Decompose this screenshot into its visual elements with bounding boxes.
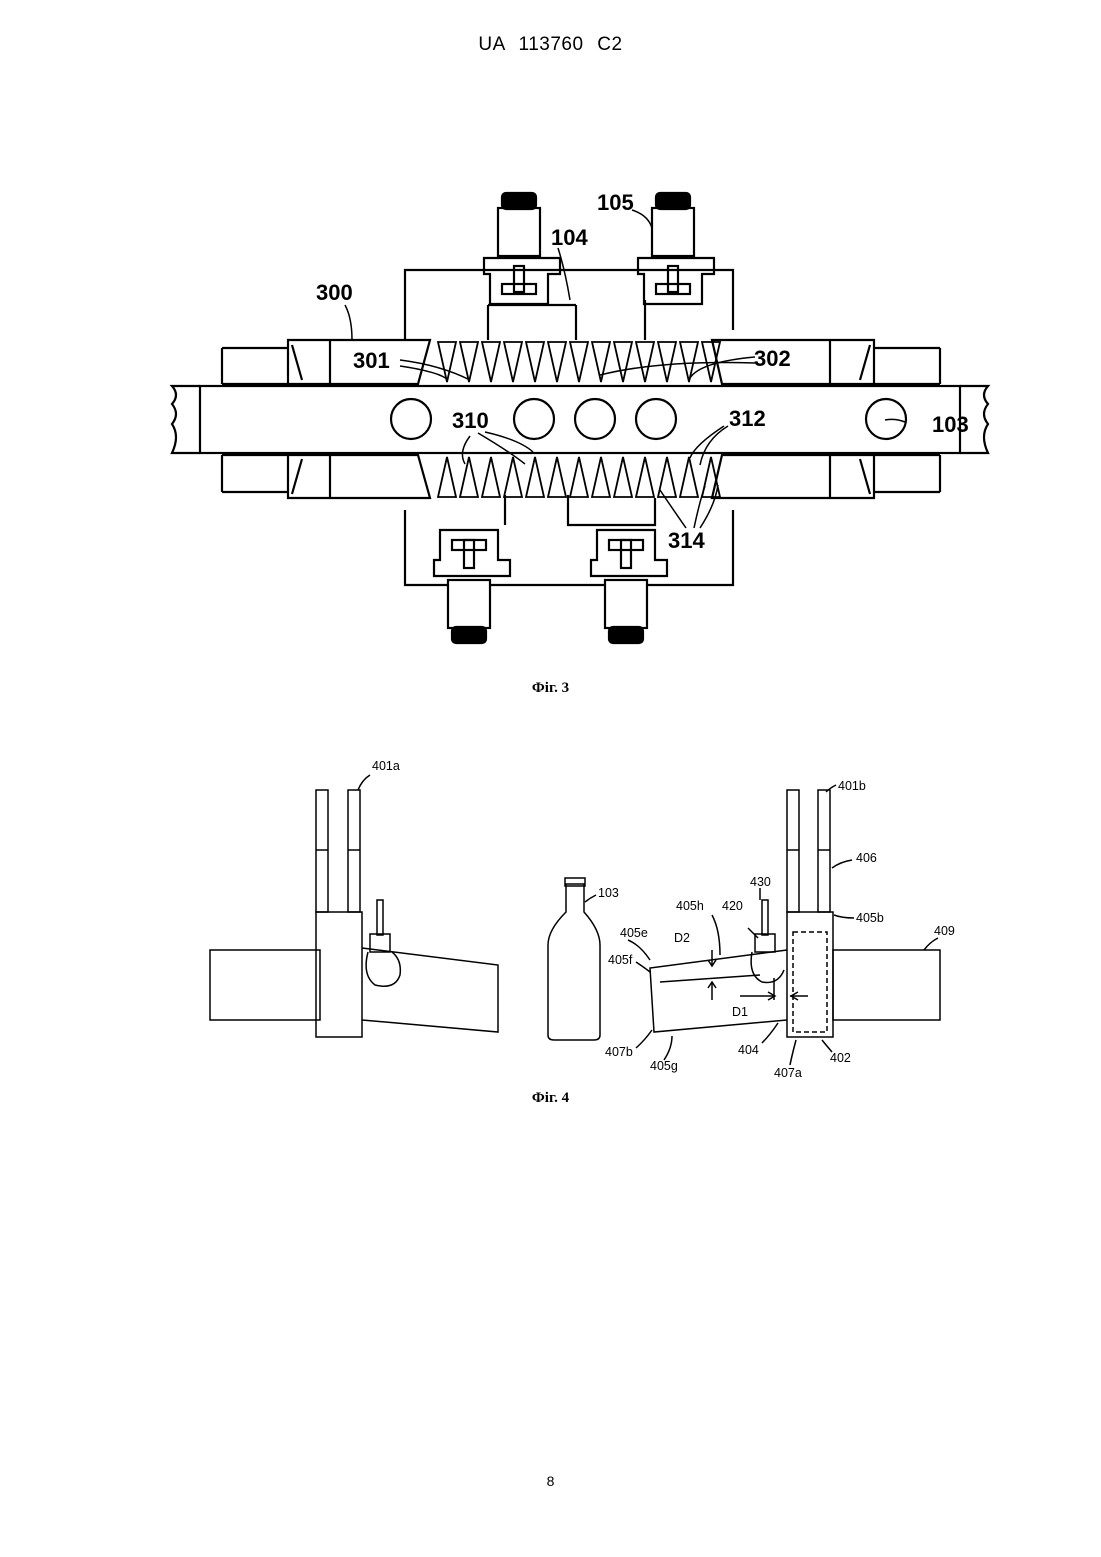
figure-4-drawing: 401a 401b 406 430 420 405h 405b 409 103 …	[0, 0, 1101, 1110]
label-405h: 405h	[676, 899, 704, 913]
label-405f: 405f	[608, 953, 633, 967]
right-gripper-body	[787, 912, 833, 1037]
label-407b: 407b	[605, 1045, 633, 1059]
label-D2: D2	[674, 931, 690, 945]
label-407a: 407a	[774, 1066, 802, 1080]
label-405b: 405b	[856, 911, 884, 925]
label-405g: 405g	[650, 1059, 678, 1073]
bottle	[548, 884, 600, 1040]
label-D1: D1	[732, 1005, 748, 1019]
label-405e: 405e	[620, 926, 648, 940]
right-arm	[650, 950, 787, 1032]
label-401b: 401b	[838, 779, 866, 793]
figure-4-caption: Фіг. 4	[0, 1090, 1101, 1107]
dashed-region	[793, 932, 827, 1032]
left-gripper-body	[316, 912, 362, 1037]
label-401a: 401a	[372, 759, 400, 773]
left-arm	[362, 948, 498, 1032]
label-420: 420	[722, 899, 743, 913]
label-409: 409	[934, 924, 955, 938]
label-402: 402	[830, 1051, 851, 1065]
label-404: 404	[738, 1043, 759, 1057]
right-conveyor-block	[833, 950, 940, 1020]
page-number: 8	[0, 1473, 1101, 1489]
label-103: 103	[598, 886, 619, 900]
label-406: 406	[856, 851, 877, 865]
left-conveyor-block	[210, 950, 320, 1020]
label-430: 430	[750, 875, 771, 889]
